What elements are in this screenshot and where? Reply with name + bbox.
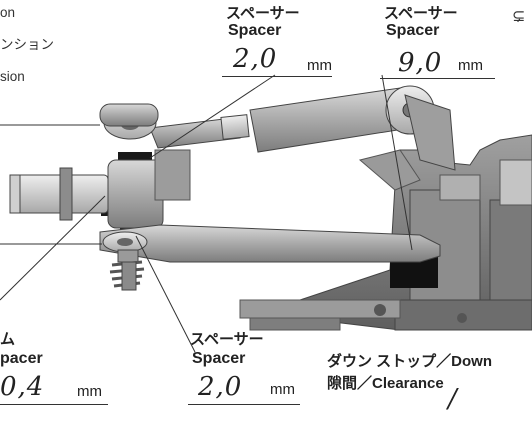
lower-bolt xyxy=(109,249,145,291)
spacer-top-right-unit: mm xyxy=(458,57,483,74)
spacer-top-right-en: Spacer xyxy=(386,22,440,39)
downstop-line1: ダウン ストップ／Down xyxy=(327,353,492,370)
spacer-bottom-left-underline xyxy=(0,404,108,405)
text-top-line3: sion xyxy=(0,69,25,84)
lower-arm xyxy=(99,224,441,263)
corner-glyph-icon: ⊊ xyxy=(512,8,526,25)
knuckle xyxy=(9,149,191,229)
spacer-bottom-left-unit: mm xyxy=(77,383,102,400)
downstop-value: / xyxy=(448,384,458,414)
bulkhead xyxy=(239,134,532,331)
top-rod-end xyxy=(99,103,159,140)
text-top-line1: on xyxy=(0,5,16,20)
spacer-top-left-underline xyxy=(222,76,332,77)
spacer-top-left-jp: スペーサー xyxy=(226,5,300,22)
text-top-line2: ンション xyxy=(0,37,54,52)
spacer-bottom-mid-underline xyxy=(188,404,300,405)
spacer-bottom-mid-value: 2,0 xyxy=(198,372,243,402)
spacer-top-right-jp: スペーサー xyxy=(384,5,458,22)
spacer-bottom-left-en: pacer xyxy=(0,350,43,367)
spacer-top-right-underline xyxy=(380,78,495,79)
spacer-top-left-value: 2,0 xyxy=(233,44,278,74)
spacer-top-right-value: 9,0 xyxy=(398,48,443,78)
leader-lines xyxy=(0,74,413,353)
spacer-bottom-mid-jp: スペーサー xyxy=(190,331,264,348)
spacer-bottom-mid-unit: mm xyxy=(270,381,295,398)
upper-link xyxy=(149,85,456,171)
spacer-top-left-unit: mm xyxy=(307,57,332,74)
spacer-bottom-mid-en: Spacer xyxy=(192,350,246,367)
spacer-top-left-en: Spacer xyxy=(228,22,282,39)
spacer-bottom-left-value: 0,4 xyxy=(0,372,45,402)
downstop-line2: 隙間／Clearance xyxy=(327,375,444,392)
spacer-bottom-left-jp: ム xyxy=(0,331,16,348)
